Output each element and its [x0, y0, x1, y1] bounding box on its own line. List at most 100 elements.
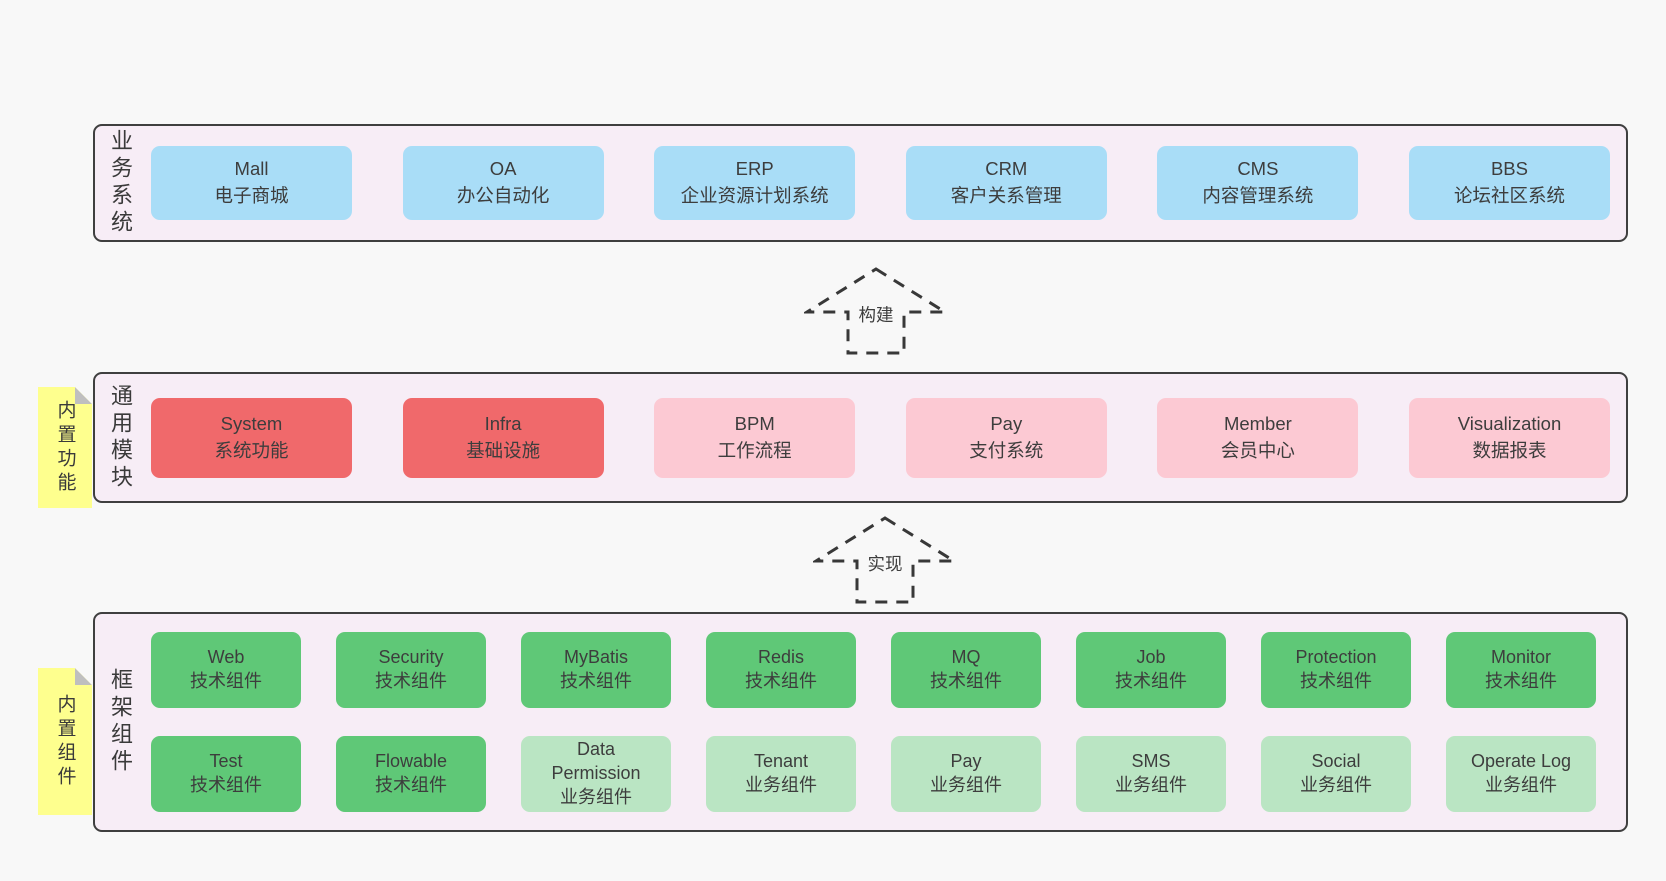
arrow-build: 构建 — [804, 266, 948, 356]
layer-framework-components: 框架组件 Web 技术组件 Security 技术组件 MyBatis 技术组件… — [93, 612, 1628, 832]
box-subtitle: 业务组件 — [930, 775, 1002, 795]
component-box-pay: Pay 业务组件 — [891, 736, 1041, 812]
box-subtitle: 技术组件 — [930, 671, 1002, 691]
component-box-sms: SMS 业务组件 — [1076, 736, 1226, 812]
arrow-implement-label: 实现 — [862, 549, 908, 578]
box-title: Data Permission — [551, 739, 641, 784]
component-box-data-permission: Data Permission 业务组件 — [521, 736, 671, 812]
up-arrow-icon — [804, 267, 948, 355]
sticky-note-builtin-components: 内置组件 — [38, 668, 92, 815]
box-subtitle: 办公自动化 — [456, 185, 550, 206]
box-subtitle: 支付系统 — [969, 439, 1044, 461]
box-title: Infra — [484, 412, 522, 434]
module-box-bpm: BPM 工作流程 — [654, 397, 856, 478]
arrow-implement: 实现 — [813, 515, 957, 605]
box-title: Security — [378, 647, 444, 668]
box-title: Tenant — [753, 751, 809, 772]
component-box-test: Test 技术组件 — [151, 736, 301, 812]
box-subtitle: 技术组件 — [1485, 671, 1557, 691]
system-box-cms: CMS 内容管理系统 — [1157, 146, 1359, 220]
box-subtitle: 企业资源计划系统 — [680, 185, 829, 206]
module-box-pay: Pay 支付系统 — [905, 397, 1107, 478]
box-subtitle: 会员中心 — [1220, 439, 1295, 461]
module-box-visualization: Visualization 数据报表 — [1408, 397, 1610, 478]
box-title: Pay — [950, 751, 982, 772]
box-title: Test — [209, 751, 243, 772]
box-subtitle: 电子商城 — [214, 185, 289, 206]
note-fold-icon — [75, 668, 92, 685]
box-subtitle: 工作流程 — [717, 439, 792, 461]
box-subtitle: 业务组件 — [1300, 775, 1372, 795]
component-box-security: Security 技术组件 — [336, 632, 486, 708]
box-subtitle: 内容管理系统 — [1202, 185, 1314, 206]
box-subtitle: 技术组件 — [560, 671, 632, 691]
box-subtitle: 论坛社区系统 — [1453, 185, 1565, 206]
box-title: Member — [1223, 412, 1292, 434]
box-title: Flowable — [374, 751, 448, 772]
box-title: CRM — [985, 158, 1028, 180]
component-box-protection: Protection 技术组件 — [1261, 632, 1411, 708]
box-title: SMS — [1131, 751, 1171, 772]
box-title: MyBatis — [563, 647, 628, 668]
component-box-social: Social 业务组件 — [1261, 736, 1411, 812]
box-title: MQ — [951, 647, 981, 668]
common-modules-row: System 系统功能 Infra 基础设施 BPM 工作流程 Pay 支付系统… — [151, 397, 1610, 478]
component-box-job: Job 技术组件 — [1076, 632, 1226, 708]
box-subtitle: 技术组件 — [190, 671, 262, 691]
box-subtitle: 业务组件 — [745, 775, 817, 795]
box-title: Job — [1136, 647, 1166, 668]
components-row-1: Web 技术组件 Security 技术组件 MyBatis 技术组件 Redi… — [151, 632, 1596, 708]
system-box-mall: Mall 电子商城 — [151, 146, 352, 220]
box-title: Monitor — [1490, 647, 1552, 668]
arrow-build-label: 构建 — [853, 300, 899, 329]
component-box-mybatis: MyBatis 技术组件 — [521, 632, 671, 708]
box-subtitle: 技术组件 — [375, 775, 447, 795]
box-title: Web — [207, 647, 245, 668]
box-title: BPM — [734, 412, 775, 434]
system-box-crm: CRM 客户关系管理 — [905, 146, 1107, 220]
layer-business-systems: 业务系统 Mall 电子商城 OA 办公自动化 ERP 企业资源计划系统 CRM… — [93, 124, 1628, 242]
note-fold-icon — [75, 387, 92, 404]
layer-label-common-modules: 通用模块 — [108, 383, 133, 492]
box-title: OA — [489, 158, 517, 180]
box-subtitle: 数据报表 — [1472, 439, 1547, 461]
up-arrow-icon — [813, 516, 957, 604]
box-title: Pay — [990, 412, 1023, 434]
box-subtitle: 技术组件 — [1115, 671, 1187, 691]
module-box-infra: Infra 基础设施 — [402, 397, 604, 478]
component-box-mq: MQ 技术组件 — [891, 632, 1041, 708]
box-title: Redis — [757, 647, 805, 668]
box-subtitle: 技术组件 — [1300, 671, 1372, 691]
box-title: System — [220, 412, 283, 434]
box-title: Social — [1311, 751, 1361, 772]
module-box-member: Member 会员中心 — [1157, 397, 1359, 478]
box-subtitle: 技术组件 — [190, 775, 262, 795]
box-title: Protection — [1295, 647, 1377, 668]
sticky-note-builtin-features: 内置功能 — [38, 387, 92, 508]
box-subtitle: 客户关系管理 — [950, 185, 1062, 206]
box-title: ERP — [735, 158, 774, 180]
system-box-erp: ERP 企业资源计划系统 — [654, 146, 856, 220]
box-subtitle: 业务组件 — [1485, 775, 1557, 795]
layer-label-framework-components: 框架组件 — [108, 668, 133, 776]
business-systems-row: Mall 电子商城 OA 办公自动化 ERP 企业资源计划系统 CRM 客户关系… — [151, 146, 1610, 220]
box-subtitle: 业务组件 — [1115, 775, 1187, 795]
box-subtitle: 基础设施 — [466, 439, 541, 461]
system-box-bbs: BBS 论坛社区系统 — [1408, 146, 1610, 220]
component-box-operate-log: Operate Log 业务组件 — [1446, 736, 1596, 812]
component-box-web: Web 技术组件 — [151, 632, 301, 708]
box-title: Mall — [234, 158, 269, 180]
sticky-note-label: 内置功能 — [54, 399, 76, 496]
component-box-redis: Redis 技术组件 — [706, 632, 856, 708]
layer-label-business-systems: 业务系统 — [108, 129, 133, 237]
system-box-oa: OA 办公自动化 — [402, 146, 604, 220]
sticky-note-label: 内置组件 — [54, 693, 76, 790]
box-subtitle: 技术组件 — [375, 671, 447, 691]
box-title: BBS — [1490, 158, 1528, 180]
components-row-2: Test 技术组件 Flowable 技术组件 Data Permission … — [151, 736, 1596, 812]
box-subtitle: 系统功能 — [214, 439, 289, 461]
box-subtitle: 业务组件 — [560, 786, 632, 807]
box-subtitle: 技术组件 — [745, 671, 817, 691]
component-box-flowable: Flowable 技术组件 — [336, 736, 486, 812]
